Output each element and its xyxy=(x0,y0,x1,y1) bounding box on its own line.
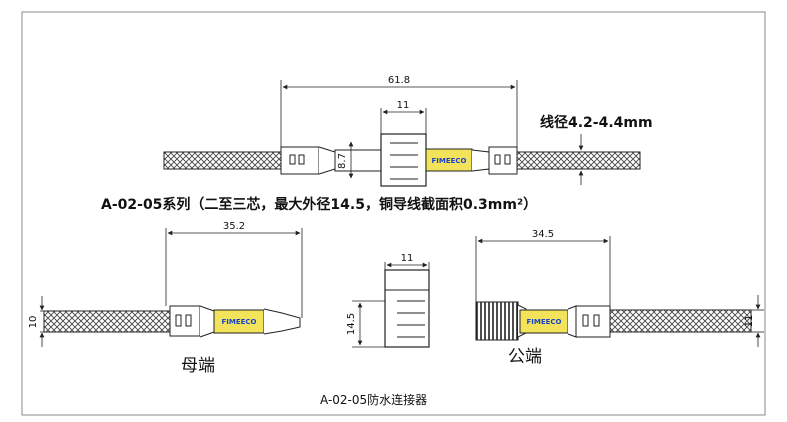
top-left-cable xyxy=(163,151,282,170)
male-logo: FIMEECO xyxy=(526,318,561,326)
male-cable xyxy=(609,309,752,333)
wire-diameter-label: 线径4.2-4.4mm xyxy=(540,114,653,131)
dim-male-length: 34.5 xyxy=(532,229,554,240)
male-label: 公端 xyxy=(508,347,542,367)
female-logo: FIMEECO xyxy=(221,318,256,326)
top-assembly: FIMEECO 61.8 11 8.7 线径4.2-4.4mm xyxy=(163,75,653,187)
dim-male-height: 11 xyxy=(744,315,755,328)
dim-top-height: 8.7 xyxy=(337,153,348,169)
female-cable xyxy=(43,310,171,333)
caption: A-02-05防水连接器 xyxy=(320,392,427,407)
male-end: FIMEECO 34.5 11 公端 xyxy=(475,229,764,367)
male-ribbed-plug xyxy=(475,301,519,341)
top-center-housing xyxy=(380,133,427,187)
page-frame xyxy=(21,11,766,416)
female-end: FIMEECO 35.2 10 母端 xyxy=(28,221,303,376)
dim-center-width: 11 xyxy=(401,253,414,264)
dim-center-height: 14.5 xyxy=(346,313,357,335)
top-right-sleeve xyxy=(488,146,518,175)
center-housing: 11 14.5 xyxy=(346,253,430,348)
top-logo: FIMEECO xyxy=(431,157,466,165)
dim-female-height: 10 xyxy=(28,316,39,329)
dim-female-length: 35.2 xyxy=(223,221,245,232)
series-description: A-02-05系列（二至三芯，最大外径14.5，铜导线截面积0.3mm²） xyxy=(101,196,537,213)
female-label: 母端 xyxy=(181,356,215,376)
top-right-cable xyxy=(516,151,641,170)
dim-top-center: 11 xyxy=(397,100,410,111)
dim-top-total: 61.8 xyxy=(388,75,410,86)
